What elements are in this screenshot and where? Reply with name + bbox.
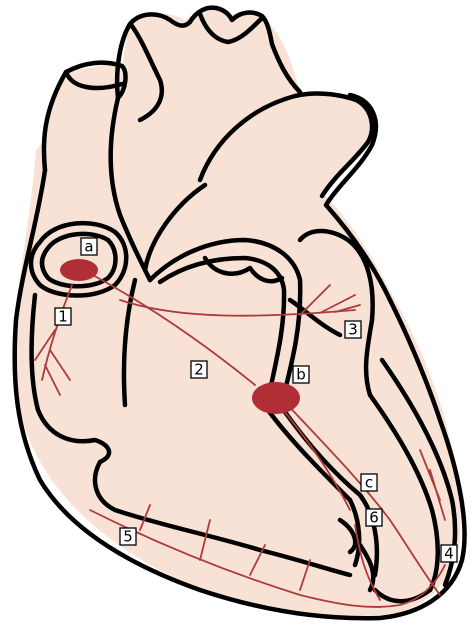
label-5-text: 5 [123, 528, 133, 546]
sinoatrial-node [60, 259, 98, 281]
label-6-text: 6 [369, 509, 379, 527]
label-4-text: 4 [444, 545, 454, 563]
label-c-text: c [365, 474, 373, 492]
label-a: a [81, 238, 97, 256]
label-4: 4 [441, 545, 457, 563]
label-3-text: 3 [348, 321, 358, 339]
label-1-text: 1 [58, 308, 68, 326]
label-1: 1 [55, 308, 71, 326]
label-2: 2 [191, 361, 207, 379]
label-a-text: a [84, 238, 93, 256]
atrioventricular-node [252, 382, 300, 414]
label-5: 5 [120, 528, 136, 546]
label-6: 6 [366, 509, 382, 527]
label-2-text: 2 [194, 361, 204, 379]
label-c: c [361, 474, 377, 492]
label-3: 3 [345, 321, 361, 339]
label-b-text: b [296, 366, 306, 384]
label-b: b [293, 366, 309, 384]
